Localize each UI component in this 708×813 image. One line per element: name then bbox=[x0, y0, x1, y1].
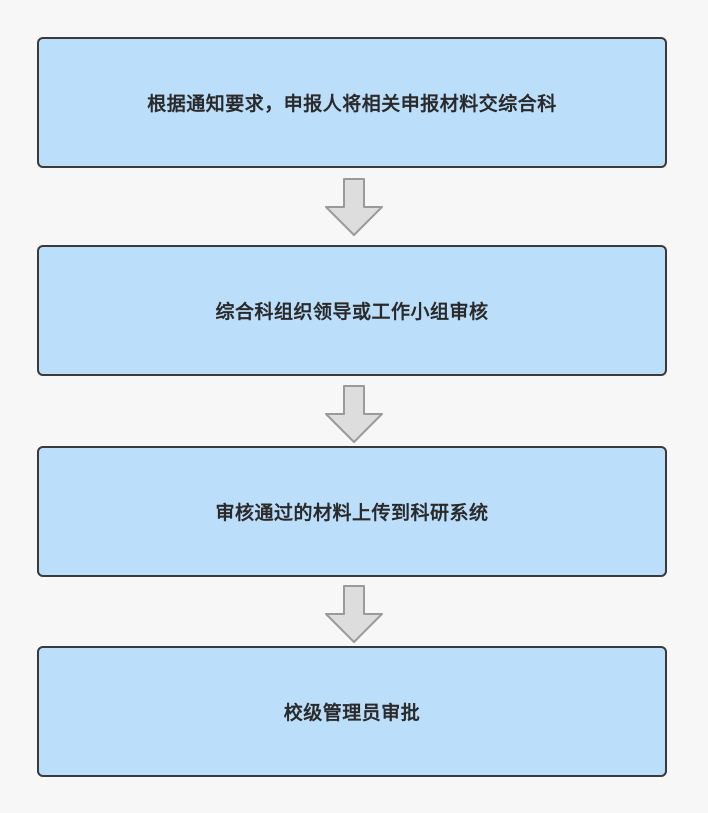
flow-step-2: 综合科组织领导或工作小组审核 bbox=[37, 245, 667, 376]
flow-step-1: 根据通知要求，申报人将相关申报材料交综合科 bbox=[37, 37, 667, 168]
flow-step-4: 校级管理员审批 bbox=[37, 646, 667, 777]
down-arrow-icon bbox=[325, 178, 383, 236]
flow-step-3: 审核通过的材料上传到科研系统 bbox=[37, 446, 667, 577]
flow-step-2-label: 综合科组织领导或工作小组审核 bbox=[215, 301, 489, 323]
flow-step-4-label: 校级管理员审批 bbox=[283, 702, 421, 724]
down-arrow-icon bbox=[325, 385, 383, 443]
flow-step-3-label: 审核通过的材料上传到科研系统 bbox=[215, 502, 489, 524]
flow-step-1-label: 根据通知要求，申报人将相关申报材料交综合科 bbox=[147, 93, 557, 115]
down-arrow-icon bbox=[325, 585, 383, 643]
